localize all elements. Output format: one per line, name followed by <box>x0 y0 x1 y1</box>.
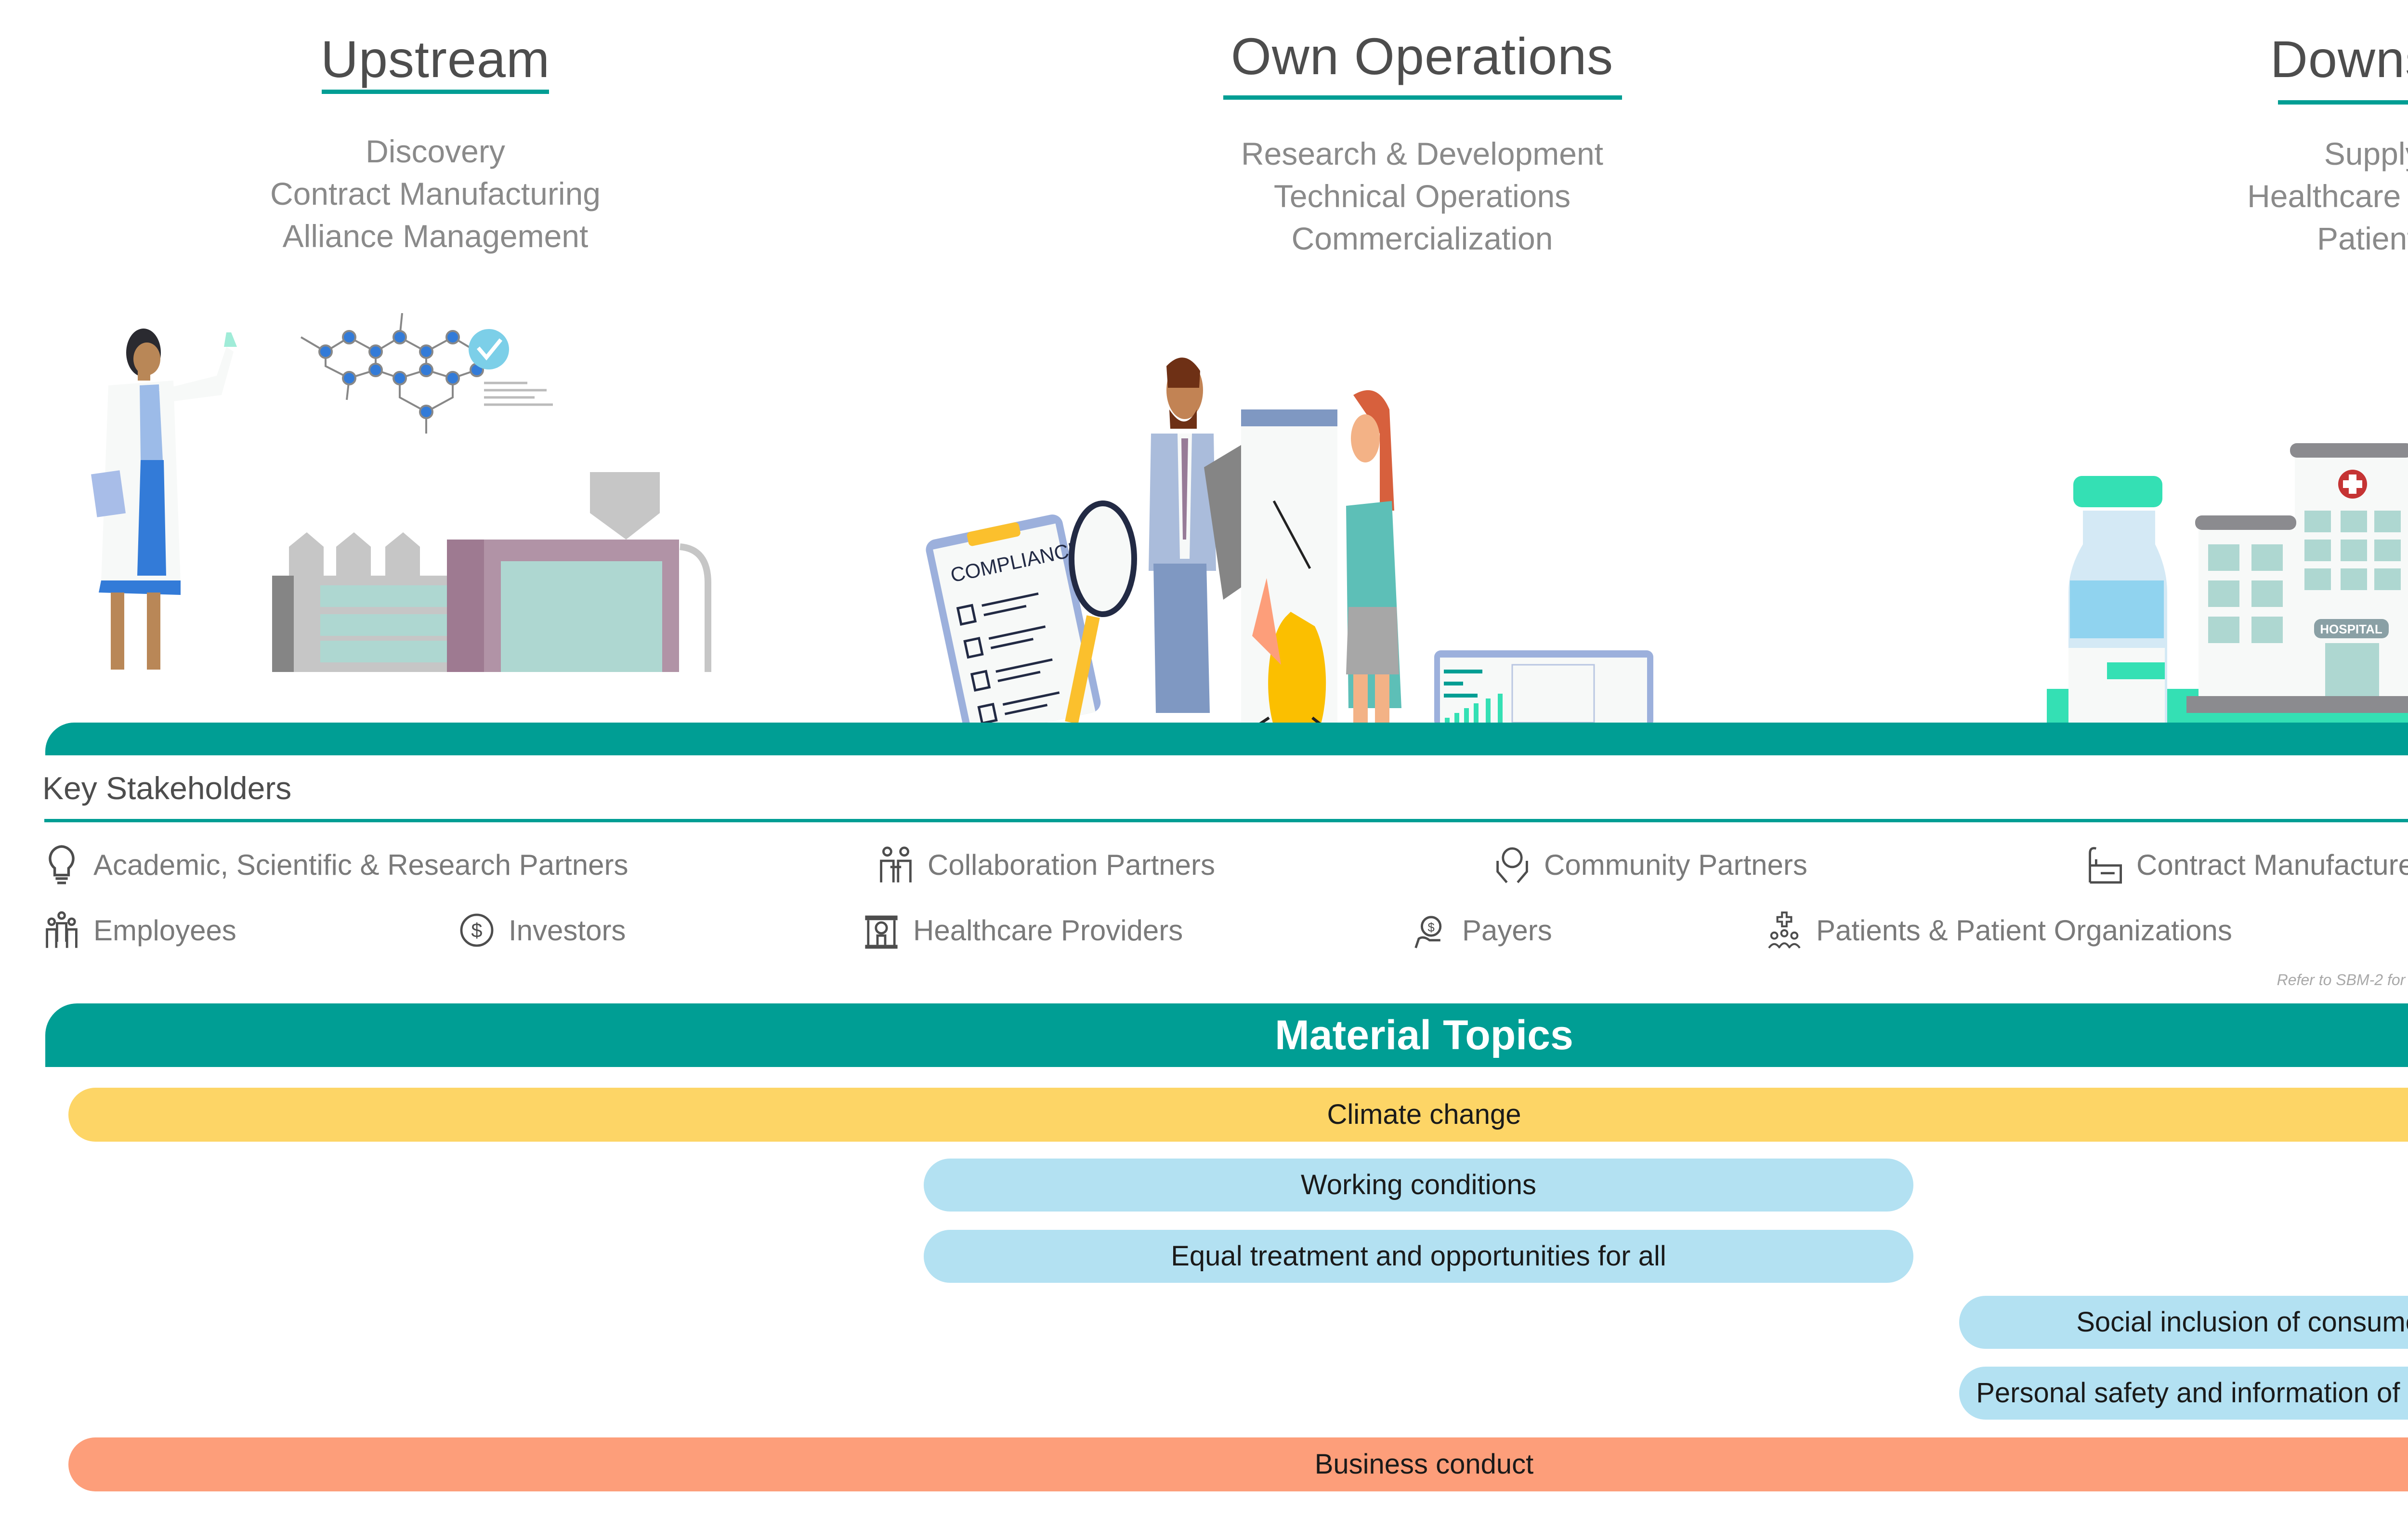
medicine-bottle <box>2068 476 2167 727</box>
activity: Alliance Management <box>282 218 589 254</box>
key-stakeholders-divider <box>44 819 2408 822</box>
hospital-sign: HOSPITAL <box>2320 622 2382 636</box>
stakeholder-label: Investors <box>509 914 626 947</box>
stakeholder-label: Employees <box>93 914 236 947</box>
activity: Supply Chain <box>2324 136 2408 171</box>
stakeholder-patients-organizations: Patients & Patient Organizations <box>1765 909 2232 952</box>
activity: Discovery <box>366 133 505 169</box>
topic-social-inclusion: Social inclusion of consumers and/or end… <box>1959 1296 2408 1349</box>
compliance-clipboard: COMPLIANCE <box>926 514 1101 727</box>
activity: Commercialization <box>1291 221 1553 256</box>
stakeholder-label: Healthcare Providers <box>913 914 1183 947</box>
stakeholder-employees: Employees <box>42 909 236 952</box>
topic-personal-safety: Personal safety and information of consu… <box>1959 1367 2408 1420</box>
presenter-figure <box>1346 390 1401 727</box>
dollar-coin-icon: $ <box>460 913 494 947</box>
upstream-illustration <box>91 313 711 672</box>
money-bag-hand-icon: $ <box>1414 916 1442 949</box>
hands-globe-icon <box>1496 847 1528 883</box>
analytics-dashboard <box>1434 650 1653 727</box>
activity: Contract Manufacturing <box>270 176 601 211</box>
scientist-figure <box>91 329 237 670</box>
activity: Patient Impact <box>2317 221 2408 256</box>
factory-icon <box>2089 847 2122 884</box>
stakeholder-payers: $ Payers <box>1411 909 1552 952</box>
flipchart-graphic <box>1241 409 1337 727</box>
check-badge-icon <box>469 329 509 369</box>
stakeholder-label: Patients & Patient Organizations <box>1816 914 2232 947</box>
stakeholder-footnote: Refer to SBM-2 for mapping of key stakeh… <box>2277 971 2408 988</box>
activity: Healthcare Engagement <box>2247 178 2408 214</box>
key-stakeholders-heading: Key Stakeholders <box>42 770 292 806</box>
molecule-graphic <box>300 313 484 434</box>
stakeholder-contract-manufacturers: Contract Manufacturers Supplier & Qualit… <box>2085 843 2408 886</box>
stakeholder-label: Community Partners <box>1544 848 1807 881</box>
stage-activities-own-operations: Research & Development Technical Operati… <box>1109 132 1735 260</box>
svg-text:$: $ <box>471 919 482 941</box>
stage-underline <box>1223 95 1622 100</box>
stakeholder-label: Collaboration Partners <box>928 848 1215 881</box>
stage-title-own-operations: Own Operations <box>1230 27 1614 85</box>
stakeholder-community-partners: Community Partners <box>1493 843 1807 886</box>
stakeholder-investors: $ Investors <box>458 909 626 952</box>
topic-climate-change: Climate change <box>68 1088 2408 1142</box>
svg-text:$: $ <box>1427 921 1434 935</box>
stakeholder-healthcare-providers: Healthcare Providers <box>862 909 1183 952</box>
activity: Research & Development <box>1241 136 1604 171</box>
stakeholder-label: Contract Manufacturers Supplier & Qualit… <box>2136 848 2408 881</box>
topic-working-conditions: Working conditions <box>924 1159 1913 1212</box>
own-operations-illustration: COMPLIANCE <box>926 357 1653 727</box>
value-chain-ground-band <box>45 723 2408 755</box>
factory-graphic <box>272 472 711 672</box>
lightbulb-icon <box>49 845 75 884</box>
hospital-building-icon <box>865 915 898 949</box>
activity: Technical Operations <box>1273 178 1571 214</box>
stage-underline <box>322 90 549 94</box>
topic-equal-treatment: Equal treatment and opportunities for al… <box>924 1230 1913 1283</box>
magnifier-icon <box>1065 501 1137 724</box>
businessman-figure <box>1149 357 1255 713</box>
stage-underline <box>2278 100 2408 105</box>
patients-cross-icon <box>1768 911 1801 949</box>
topic-business-conduct: Business conduct <box>68 1437 2408 1491</box>
stage-activities-downstream: Supply Chain Healthcare Engagement Patie… <box>2106 132 2408 260</box>
stakeholder-label: Payers <box>1462 914 1552 947</box>
stage-title-downstream: Downstream <box>2270 30 2408 88</box>
stage-activities-upstream: Discovery Contract Manufacturing Allianc… <box>122 130 748 257</box>
downstream-illustration: HOSPITAL <box>2047 443 2408 727</box>
stakeholder-label: Academic, Scientific & Research Partners <box>93 848 628 881</box>
material-topics-heading: Material Topics <box>45 1003 2408 1067</box>
text-lines <box>484 382 553 406</box>
stakeholder-academic-partners: Academic, Scientific & Research Partners <box>42 843 628 886</box>
stage-title-upstream: Upstream <box>320 30 550 88</box>
people-pair-icon <box>880 846 912 883</box>
stakeholder-collaboration-partners: Collaboration Partners <box>877 843 1215 886</box>
hospital-building: HOSPITAL <box>2186 443 2408 713</box>
people-group-icon <box>46 911 78 948</box>
